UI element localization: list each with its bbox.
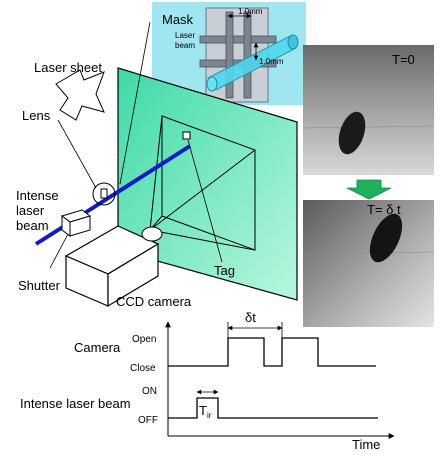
shutter-leader-line — [49, 233, 69, 269]
inset-dim-top: 1.0mm — [238, 7, 263, 16]
tag-label: Tag — [214, 263, 235, 278]
time-progress-arrow — [346, 179, 392, 200]
ccd-camera-label: CCD camera — [116, 294, 192, 309]
laser-sheet-label: Laser sheet — [34, 60, 102, 75]
tir-label: Tir — [199, 403, 212, 420]
camera-label: Camera — [74, 340, 121, 355]
inset-beam-end — [287, 34, 299, 50]
view-line-3 — [149, 229, 256, 251]
photo-bottom-label: T= δ t — [367, 202, 401, 217]
laser-on-label: ON — [142, 386, 157, 397]
camera-close-label: Close — [130, 363, 156, 374]
inset-laser-label-2: beam — [175, 41, 195, 50]
lens-element — [100, 188, 108, 199]
laser-timing-label: Intense laser beam — [20, 396, 131, 411]
tag-blob-tdt — [369, 213, 403, 263]
inset-laser-label-1: Laser — [175, 31, 195, 40]
view-line-1 — [149, 115, 163, 231]
camera-signal — [168, 337, 376, 367]
lens-label: Lens — [22, 108, 51, 123]
tag-blob-t0 — [338, 111, 366, 155]
view-line-2 — [149, 149, 256, 231]
mask-leader-line — [119, 21, 151, 185]
mask-label: Mask — [162, 12, 194, 27]
photo-tdt: T= δ t — [302, 200, 435, 327]
lens-circle — [92, 182, 116, 206]
intense-laser-beam-label-3: beam — [16, 218, 49, 233]
inset-beam-start — [206, 76, 218, 92]
shutter-box — [60, 209, 92, 237]
laser-signal — [168, 397, 378, 419]
tag-square — [182, 131, 191, 140]
timing-diagram: Time Camera Open Close δt Intense laser … — [20, 310, 395, 452]
inset-dim-side: 1.0mm — [259, 57, 284, 66]
camera-open-label: Open — [132, 334, 156, 345]
laser-off-label: OFF — [138, 415, 158, 426]
mask-bar-left — [225, 11, 234, 99]
ccd-camera-box — [64, 225, 163, 308]
lens-leader-line — [57, 119, 97, 189]
laser-sheet-plane — [117, 67, 298, 301]
mask-bar-right — [243, 11, 252, 99]
mask-bar-upper — [199, 35, 277, 44]
delta-t-label: δt — [245, 310, 256, 325]
tag-leader-line — [187, 139, 223, 263]
intense-laser-beam-label-1: Intense — [16, 188, 59, 203]
photo-t0: T=0 — [302, 45, 435, 175]
intense-laser-beam-label-2: laser — [16, 203, 45, 218]
time-axis-label: Time — [352, 437, 380, 452]
photo-top-label: T=0 — [392, 52, 415, 67]
laser-sheet-arrow — [55, 69, 105, 121]
shutter-label: Shutter — [18, 278, 61, 293]
